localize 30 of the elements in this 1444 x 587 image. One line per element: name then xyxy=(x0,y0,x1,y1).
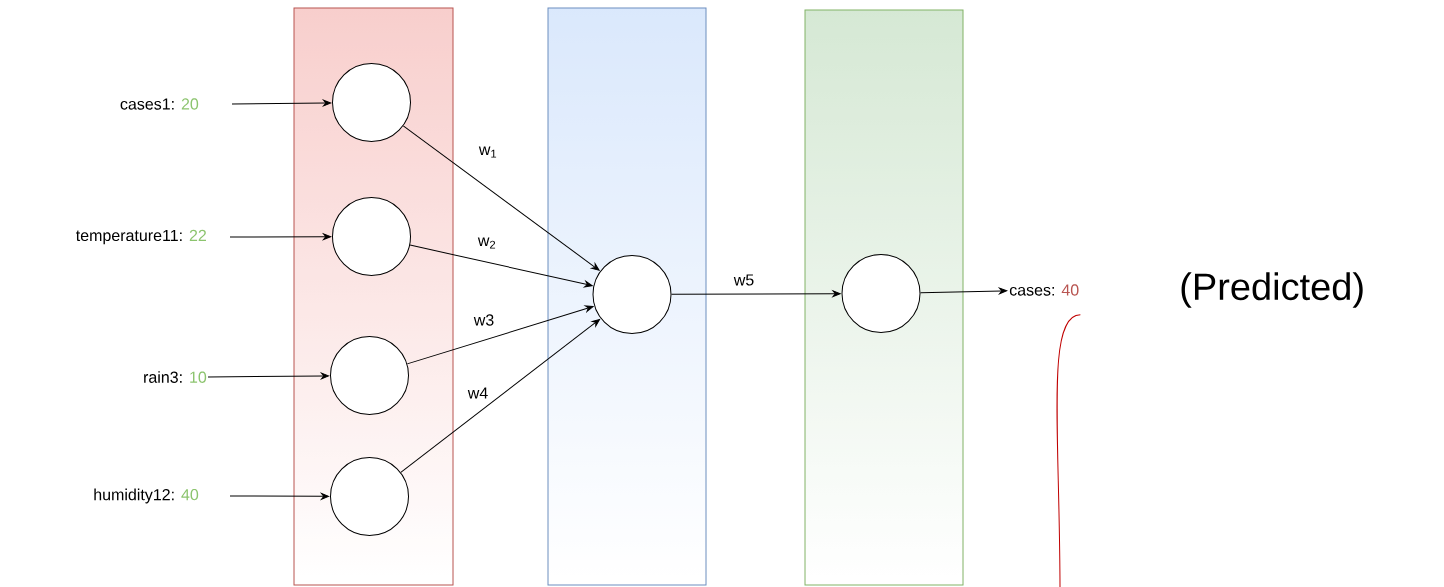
annotation-text: (Predicted) xyxy=(1181,272,1363,308)
neuron-circle xyxy=(330,457,409,536)
curved-line xyxy=(1056,314,1081,587)
arrow xyxy=(920,287,1008,295)
arrow xyxy=(406,305,594,365)
neuron-circle xyxy=(330,336,409,415)
weight-label: w3 xyxy=(473,314,494,326)
output-label: cases: 40 xyxy=(1009,284,1079,296)
input-label: temperature11: 22 xyxy=(76,229,206,245)
neuron-circle xyxy=(332,197,411,276)
neuron-circle xyxy=(332,63,411,142)
layer-band xyxy=(804,9,964,586)
arrow xyxy=(231,99,332,107)
weight-label: w$_{1}$ xyxy=(478,146,497,158)
input-label: cases1: 20 xyxy=(120,98,199,110)
arrow xyxy=(402,125,600,271)
weight-label: w5 xyxy=(733,274,754,286)
arrow xyxy=(229,493,330,500)
arrow xyxy=(207,372,330,380)
neuron-circle xyxy=(592,255,672,334)
arrow xyxy=(409,244,593,288)
weight-label: w4 xyxy=(467,387,488,399)
arrow xyxy=(229,233,332,241)
input-label: humidity12: 40 xyxy=(94,488,199,504)
weight-label: w$_{2}$ xyxy=(477,237,496,249)
layer-band xyxy=(547,7,707,586)
arrow xyxy=(671,290,841,298)
input-label: rain3: 10 xyxy=(144,371,207,383)
arrow xyxy=(400,318,601,473)
neuron-circle xyxy=(841,254,921,333)
